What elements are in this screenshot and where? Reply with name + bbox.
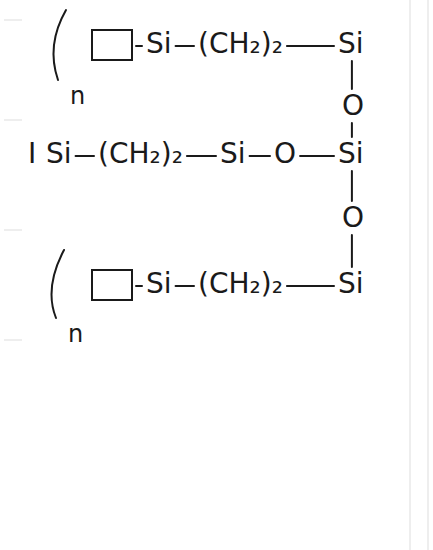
atom-symbol: Si [338, 270, 364, 298]
paper-rules [4, 0, 428, 550]
atom-symbol: Si [338, 30, 364, 58]
atom-symbol: Si [338, 140, 364, 168]
repeat-index: n [68, 322, 83, 346]
atom-symbol: Si [146, 270, 172, 298]
bracket [54, 10, 67, 80]
bracket [52, 250, 65, 318]
unit-square [92, 270, 132, 300]
group-label: I [28, 140, 36, 168]
atom-symbol: O [342, 92, 364, 120]
group-formula: (CH₂)₂ [98, 140, 183, 168]
atom-symbol: O [274, 140, 296, 168]
bond-line [351, 171, 353, 201]
bond-line [187, 155, 216, 157]
bond-line [300, 155, 334, 157]
group-formula: (CH₂)₂ [198, 270, 283, 298]
bond-line [176, 45, 194, 47]
atom-symbol: Si [146, 30, 172, 58]
repeat-index: n [70, 84, 85, 108]
bond-line [351, 123, 353, 137]
atom-symbol: Si [220, 140, 246, 168]
bond-line [250, 155, 270, 157]
bond-line [287, 45, 334, 47]
bond-line [287, 285, 334, 287]
group-formula: (CH₂)₂ [198, 30, 283, 58]
bond-line [76, 155, 94, 157]
unit-square [92, 30, 132, 60]
atom-symbol: Si [46, 140, 72, 168]
bond-line [351, 61, 353, 89]
bond-line [136, 45, 142, 47]
atom-symbol: O [342, 204, 364, 232]
bond-line [351, 235, 353, 267]
bond-line [136, 285, 142, 287]
bond-line [176, 285, 194, 287]
